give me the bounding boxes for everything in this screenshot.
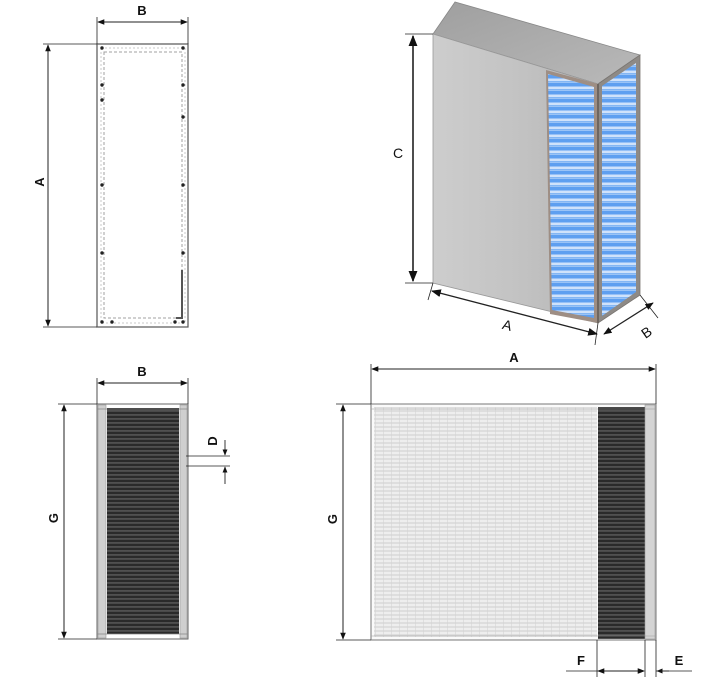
side-view-left-flange: [97, 404, 107, 639]
top-view-width-dimension: A: [370, 350, 657, 404]
top-view-label-g: G: [325, 514, 340, 524]
iso-front-fins: [548, 74, 594, 318]
side-view-height-dimension: G: [46, 403, 97, 640]
side-view-fin-pitch-dimension: D: [186, 436, 230, 484]
side-view-label-g: G: [46, 513, 61, 523]
top-view-label-a: A: [509, 350, 519, 365]
iso-width-dimension: A: [427, 282, 599, 346]
front-view-height-dimension: A: [32, 43, 97, 328]
iso-height-dimension: C: [393, 33, 433, 284]
top-view-height-dimension: G: [325, 403, 371, 641]
front-view-width-dimension: B: [96, 3, 189, 44]
front-view-bolts: [100, 46, 185, 324]
side-view-width-dimension: B: [96, 364, 189, 404]
iso-label-a: A: [501, 316, 515, 334]
front-view-outline: [96, 43, 189, 328]
front-view-label-b: B: [137, 3, 146, 18]
top-view-label-e: E: [675, 653, 684, 668]
front-view: B A: [32, 3, 189, 328]
iso-side-fins: [602, 63, 636, 316]
front-view-label-a: A: [32, 177, 47, 187]
iso-label-b: B: [638, 323, 655, 341]
top-view-end-flange: [644, 404, 656, 640]
iso-view: C A B: [393, 1, 659, 346]
front-view-mount-bracket: [176, 270, 183, 319]
side-view-right-flange: [179, 404, 188, 639]
side-view-fin-core: [107, 408, 179, 634]
top-view: A G F E: [325, 350, 692, 677]
side-view-label-d: D: [205, 436, 220, 445]
top-view-dark-fin-block: [598, 407, 645, 639]
side-view-label-b: B: [137, 364, 146, 379]
iso-label-c: C: [393, 145, 403, 161]
side-view: B G D: [46, 364, 230, 640]
top-view-e-dimension: E: [631, 640, 692, 677]
top-view-light-fin-field: [374, 407, 597, 637]
top-view-label-f: F: [577, 653, 585, 668]
